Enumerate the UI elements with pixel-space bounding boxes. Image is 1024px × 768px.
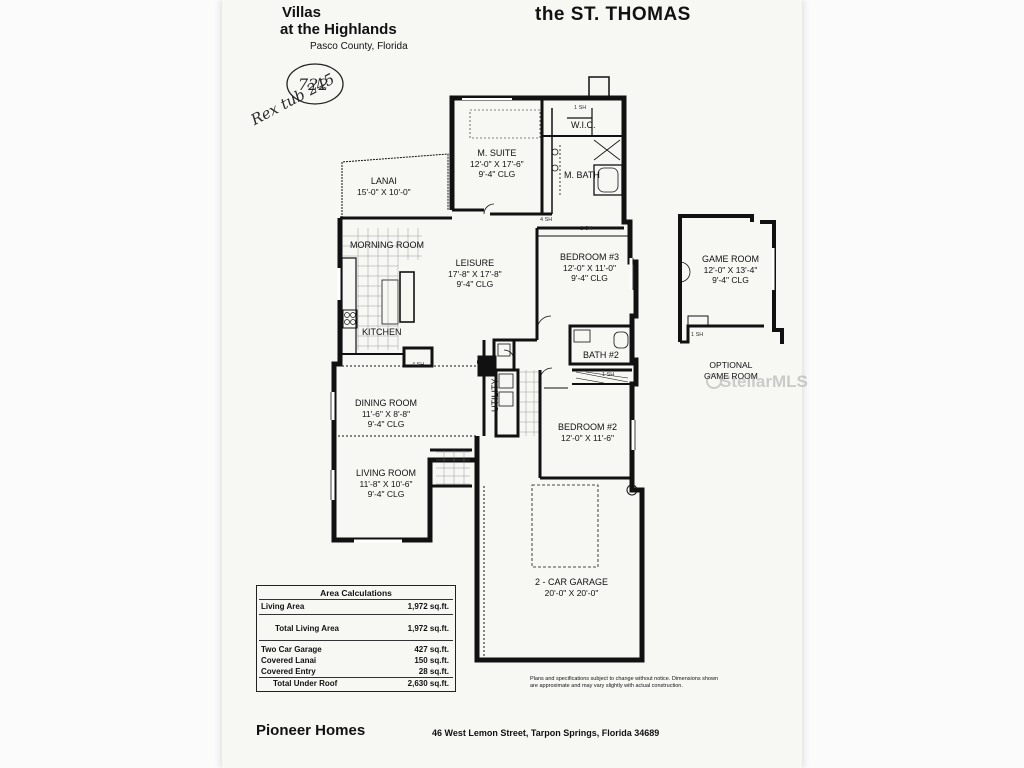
builder-name: Pioneer Homes [256, 722, 366, 739]
room-bath-2: BATH #2 [583, 350, 619, 360]
room-wic: W.I.C. [571, 120, 596, 130]
room-kitchen: KITCHEN [362, 327, 402, 337]
floor-plan-drawing [330, 76, 784, 663]
floor-plan-sheet: Villas at the Highlands Pasco County, Fl… [222, 0, 802, 768]
handwritten-circle-note: 722 [298, 75, 329, 94]
model-name: the ST. THOMAS [535, 4, 691, 25]
community-name-line1: Villas [282, 4, 321, 21]
room-utility: UTILITY [490, 378, 500, 412]
area-calculations-title: Area Calculations [320, 588, 392, 598]
room-morning-room: MORNING ROOM [350, 240, 424, 250]
shelf-label: 1 SH [580, 226, 593, 232]
disclaimer: Plans and specifications subject to chan… [530, 676, 719, 689]
lanai-outline [341, 153, 449, 218]
room-master-bath: M. BATH [564, 170, 600, 180]
background-right [802, 0, 1024, 768]
shelf-label: 1 SH [574, 105, 587, 111]
shelf-label: 1 SH [602, 372, 615, 378]
background-left [0, 0, 222, 768]
watermark: StellarMLS [720, 372, 808, 391]
community-name-line2: at the Highlands [280, 21, 397, 38]
vent-box [588, 76, 610, 98]
builder-address: 46 West Lemon Street, Tarpon Springs, Fl… [432, 728, 660, 738]
shelf-label: 4 SH [540, 217, 553, 223]
handwritten-circle [286, 63, 344, 105]
shelf-label: 4 SH [412, 362, 425, 368]
county-label: Pasco County, Florida [310, 41, 408, 52]
exterior-wall-west [331, 218, 477, 543]
watermark-logo-icon [706, 373, 722, 389]
shelf-label: 1 SH [691, 332, 704, 338]
